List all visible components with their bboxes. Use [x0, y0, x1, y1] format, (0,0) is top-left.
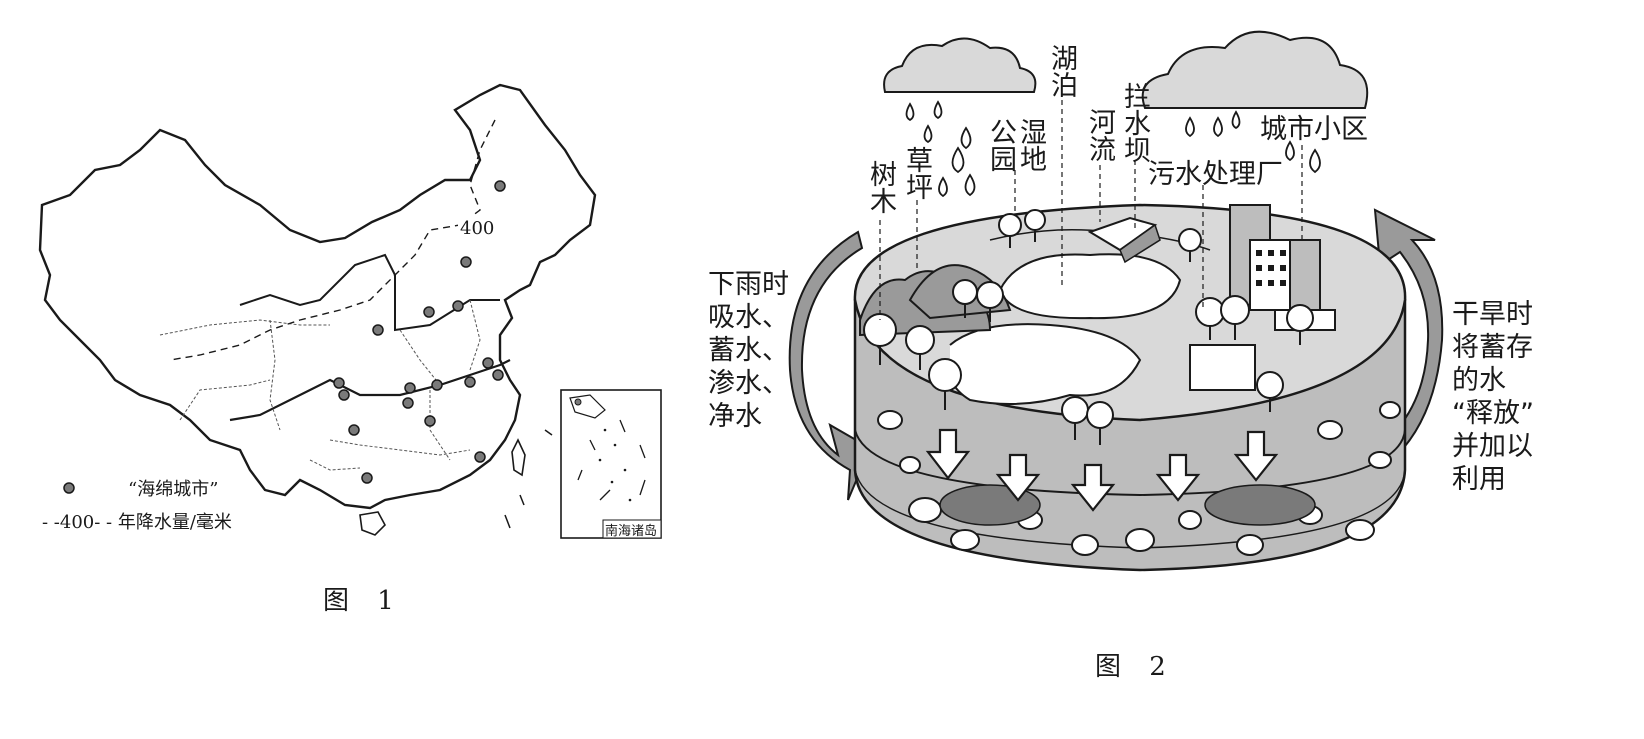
sponge-city-dot [465, 377, 475, 387]
china-map: 400 [0, 0, 720, 735]
sponge-city-dot [453, 301, 463, 311]
sponge-city-dot [403, 398, 413, 408]
label-trees: 树木 [866, 160, 895, 214]
note-line: 吸水、 [708, 301, 789, 334]
raindrop-icon [1310, 150, 1320, 172]
label-community: 城市小区 [1260, 113, 1368, 146]
label-dam: 拦水坝 [1120, 82, 1149, 163]
figure-2-caption: 图 2 [1095, 646, 1176, 683]
taiwan-island [512, 440, 525, 475]
note-line: 的水 [1452, 364, 1534, 397]
figure-1-map: 400 [0, 0, 720, 735]
sponge-city-dot [425, 416, 435, 426]
note-line: 利用 [1452, 463, 1534, 496]
label-wetland-line-2: 公园 [986, 118, 1015, 172]
note-line: “释放” [1452, 397, 1534, 430]
note-line: 下雨时 [708, 268, 789, 301]
yellow-river [240, 255, 500, 330]
raindrop-icon [966, 175, 975, 195]
sponge-city-dot [475, 452, 485, 462]
rain-absorb-note: 下雨时 吸水、 蓄水、 渗水、 净水 [708, 268, 789, 433]
note-line: 蓄水、 [708, 334, 789, 367]
drought-release-note: 干旱时 将蓄存 的水 “释放” 并加以 利用 [1452, 298, 1534, 496]
raindrop-icon [1186, 118, 1194, 136]
cloud-left-icon [884, 38, 1035, 92]
country-outline [40, 85, 595, 508]
sponge-city-dot [424, 307, 434, 317]
sponge-city-dot [349, 425, 359, 435]
raindrop-icon [925, 126, 932, 142]
figure-1-caption: 图 1 [323, 580, 404, 617]
map-legend: “海绵城市” - -400- - 年降水量/毫米 [42, 479, 232, 533]
label-lawn: 草坪 [902, 146, 931, 200]
note-line: 将蓄存 [1452, 331, 1534, 364]
cloud-right-icon [1143, 32, 1368, 108]
legend-city-dot [64, 483, 74, 493]
label-lake: 湖泊 [1047, 44, 1076, 98]
sea-island-dashes [505, 430, 552, 528]
note-line: 净水 [708, 400, 789, 433]
label-river: 河流 [1085, 108, 1114, 162]
note-line: 渗水、 [708, 367, 789, 400]
sponge-city-dot [339, 390, 349, 400]
south-china-sea-inset: 南海诸岛 [561, 390, 661, 539]
figure-2-diagram: 树木 草坪 公园 湿地 湖泊 河流 拦水坝 污水处理厂 城市小区 下雨时 吸水、… [690, 0, 1644, 735]
inset-label: 南海诸岛 [605, 523, 657, 539]
legend-city-label: “海绵城市” [128, 479, 218, 500]
note-line: 并加以 [1452, 430, 1534, 463]
sponge-city-dot [334, 378, 344, 388]
raindrop-icon [1233, 112, 1240, 128]
sponge-city-dot [373, 325, 383, 335]
sponge-city-dot [432, 380, 442, 390]
raindrop-icon [953, 148, 964, 172]
sponge-city-dot [461, 257, 471, 267]
label-sewage-plant: 污水处理厂 [1148, 158, 1283, 191]
label-wetland-line-1: 湿地 [1016, 118, 1045, 172]
sponge-city-dot [493, 370, 503, 380]
lake [1000, 254, 1180, 318]
note-line: 干旱时 [1452, 298, 1534, 331]
raindrop-icon [907, 104, 914, 120]
sponge-city-dot [405, 383, 415, 393]
sponge-city-dot [483, 358, 493, 368]
raindrop-icon [962, 128, 971, 148]
raindrop-icon [1214, 118, 1222, 136]
raindrop-icon [935, 102, 942, 118]
sponge-city-dot [495, 181, 505, 191]
yangtze-river [230, 360, 510, 420]
sponge-city-dot [362, 473, 372, 483]
isoline-value-label: 400 [460, 218, 494, 239]
hainan-island [360, 512, 385, 535]
legend-isoline-label: - -400- - 年降水量/毫米 [42, 512, 232, 533]
raindrop-icon [939, 178, 947, 196]
